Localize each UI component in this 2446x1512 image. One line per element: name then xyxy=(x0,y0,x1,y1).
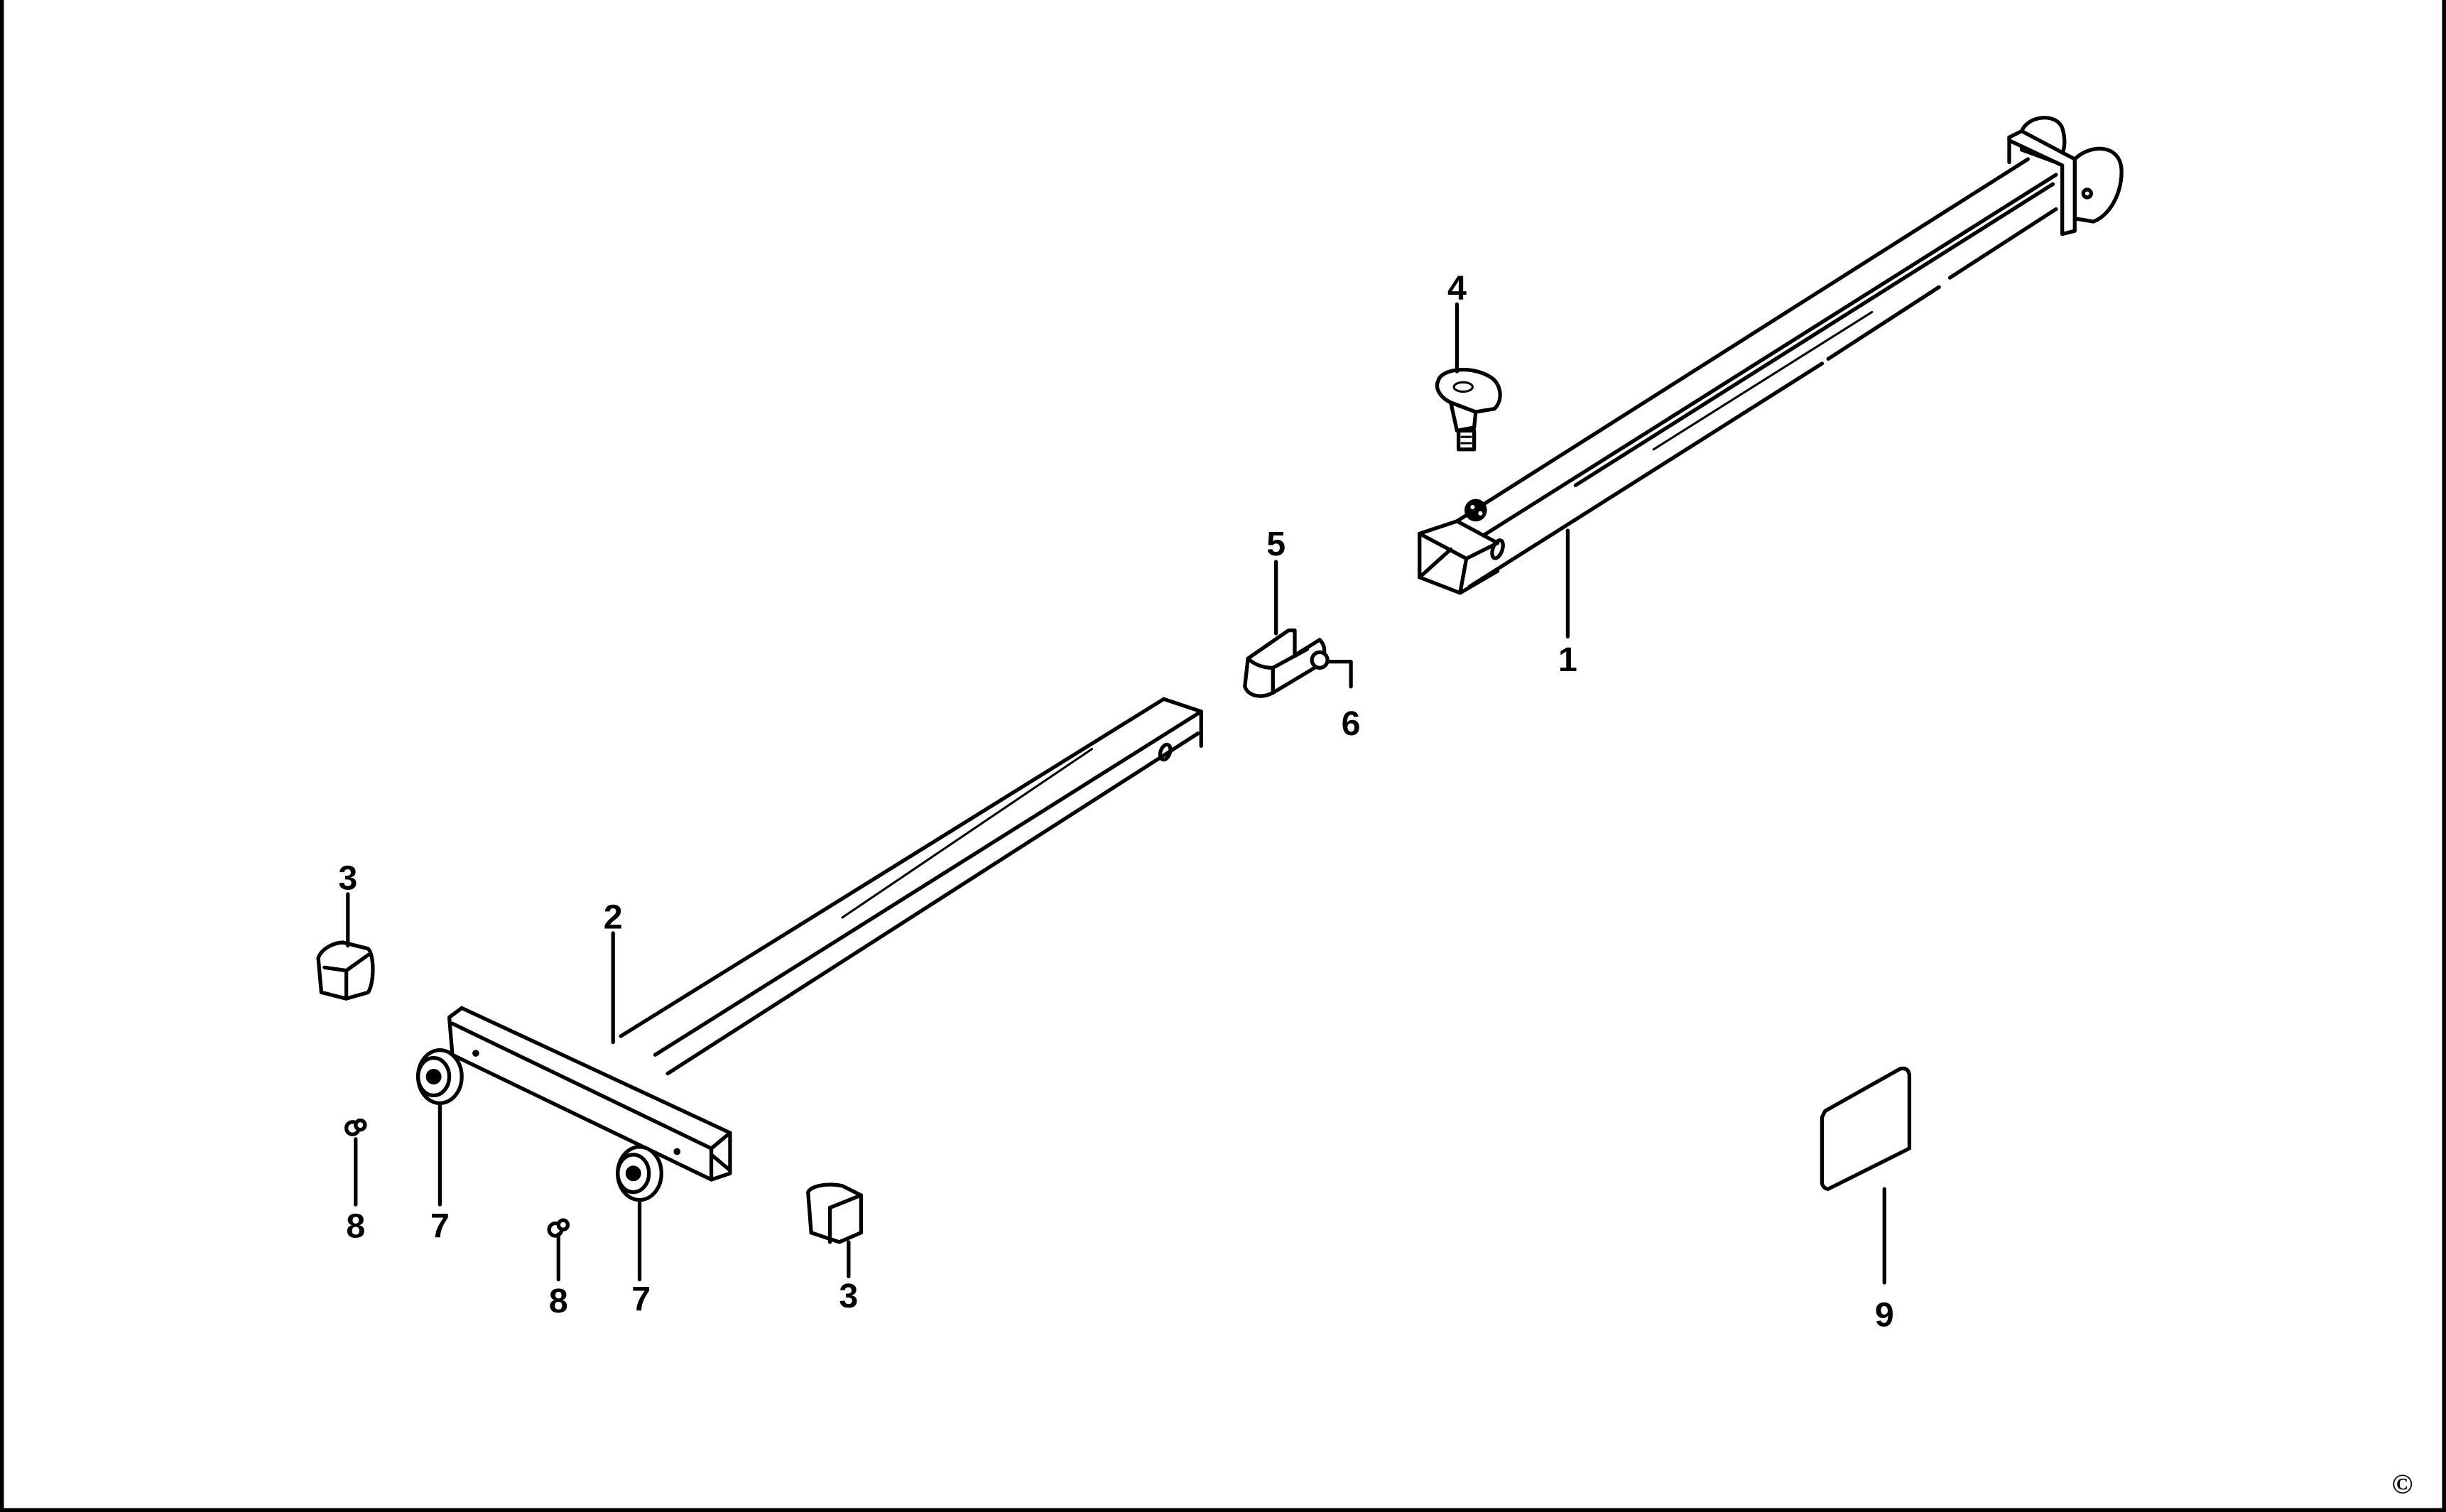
part-label-6: 6 xyxy=(1342,705,1361,743)
part-1-long-tube xyxy=(1418,116,2124,595)
part-label-2: 2 xyxy=(604,898,623,936)
part-8a-pin xyxy=(344,1118,367,1136)
part-label-1: 1 xyxy=(1558,641,1577,679)
part-label-4: 4 xyxy=(1447,269,1467,308)
leader-lines xyxy=(346,302,1886,1285)
part-label-3b: 3 xyxy=(839,1277,858,1315)
part-label-3a: 3 xyxy=(338,859,357,897)
part-7a-wheel xyxy=(416,1048,464,1105)
part-label-5: 5 xyxy=(1266,525,1285,563)
part-3a-end-cap xyxy=(316,940,375,1001)
part-7b-wheel xyxy=(616,1145,663,1202)
part-label-7b: 7 xyxy=(631,1280,651,1319)
part-4-thumb-screw xyxy=(1435,367,1502,452)
part-label-7a: 7 xyxy=(430,1207,450,1245)
right-border xyxy=(2442,0,2446,1512)
part-3b-end-cap xyxy=(806,1182,864,1244)
part-label-8a: 8 xyxy=(346,1207,365,1245)
part-label-8b: 8 xyxy=(549,1282,568,1320)
bottom-border xyxy=(0,1508,2446,1512)
left-border xyxy=(0,0,4,1512)
copyright-icon: © xyxy=(2392,1469,2413,1500)
part-9-label-plate xyxy=(1820,1066,1912,1191)
part-label-9: 9 xyxy=(1875,1296,1894,1334)
part-2-t-base-tube xyxy=(447,697,1203,1182)
part-6-screw xyxy=(1310,650,1353,689)
